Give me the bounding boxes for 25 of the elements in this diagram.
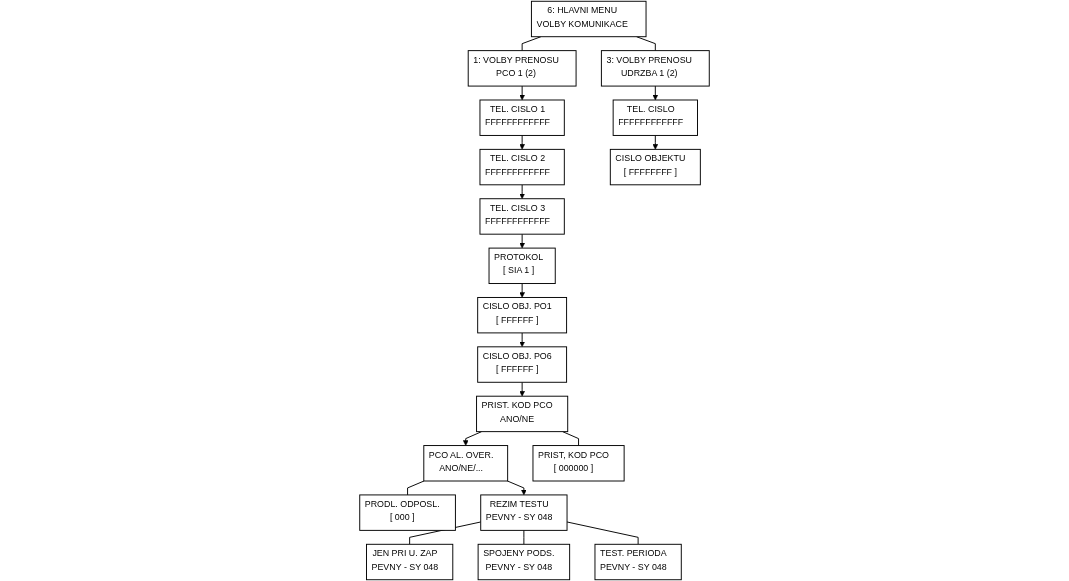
connector xyxy=(566,521,639,545)
node-box: TEL. CISLO 1 FFFFFFFFFFFF xyxy=(479,99,565,136)
node-box: JEN PRI U. ZAP PEVNY - SY 048 xyxy=(366,543,454,581)
node-box: 6: HLAVNI MENU VOLBY KOMUNIKACE xyxy=(530,0,647,38)
connector xyxy=(407,480,425,496)
node-box: CISLO OBJ. PO1 [ FFFFFF ] xyxy=(477,297,568,334)
node-box: PCO AL. OVER. ANO/NE/... xyxy=(423,445,509,482)
node-box: TEST. PERIODA PEVNY - SY 048 xyxy=(594,543,682,581)
node-box: PRIST, KOD PCO [ 000000 ] xyxy=(532,445,625,482)
node-box: CISLO OBJEKTU [ FFFFFFFF ] xyxy=(609,148,701,186)
node-box: SPOJENY PODS. PEVNY - SY 048 xyxy=(477,543,571,581)
connector xyxy=(562,431,580,447)
node-box: TEL. CISLO FFFFFFFFFFFF xyxy=(612,99,698,136)
node-box: TEL. CISLO 3 FFFFFFFFFFFF xyxy=(479,198,565,235)
node-box: PRODL. ODPOSL. [ 000 ] xyxy=(359,494,456,531)
connector xyxy=(523,529,525,545)
connector xyxy=(636,36,656,52)
node-box: TEL. CISLO 2 FFFFFFFFFFFF xyxy=(479,148,565,186)
node-box: 3: VOLBY PRENOSU UDRZBA 1 (2) xyxy=(600,50,710,87)
connector xyxy=(521,36,542,52)
node-box: CISLO OBJ. PO6 [ FFFFFF ] xyxy=(477,346,568,383)
node-box: PRIST. KOD PCO ANO/NE xyxy=(476,395,569,433)
node-box: REZIM TESTU PEVNY - SY 048 xyxy=(480,494,568,531)
node-box: PROTOKOL [ SIA 1 ] xyxy=(488,247,556,284)
node-box: 1: VOLBY PRENOSU PCO 1 (2) xyxy=(467,50,577,87)
